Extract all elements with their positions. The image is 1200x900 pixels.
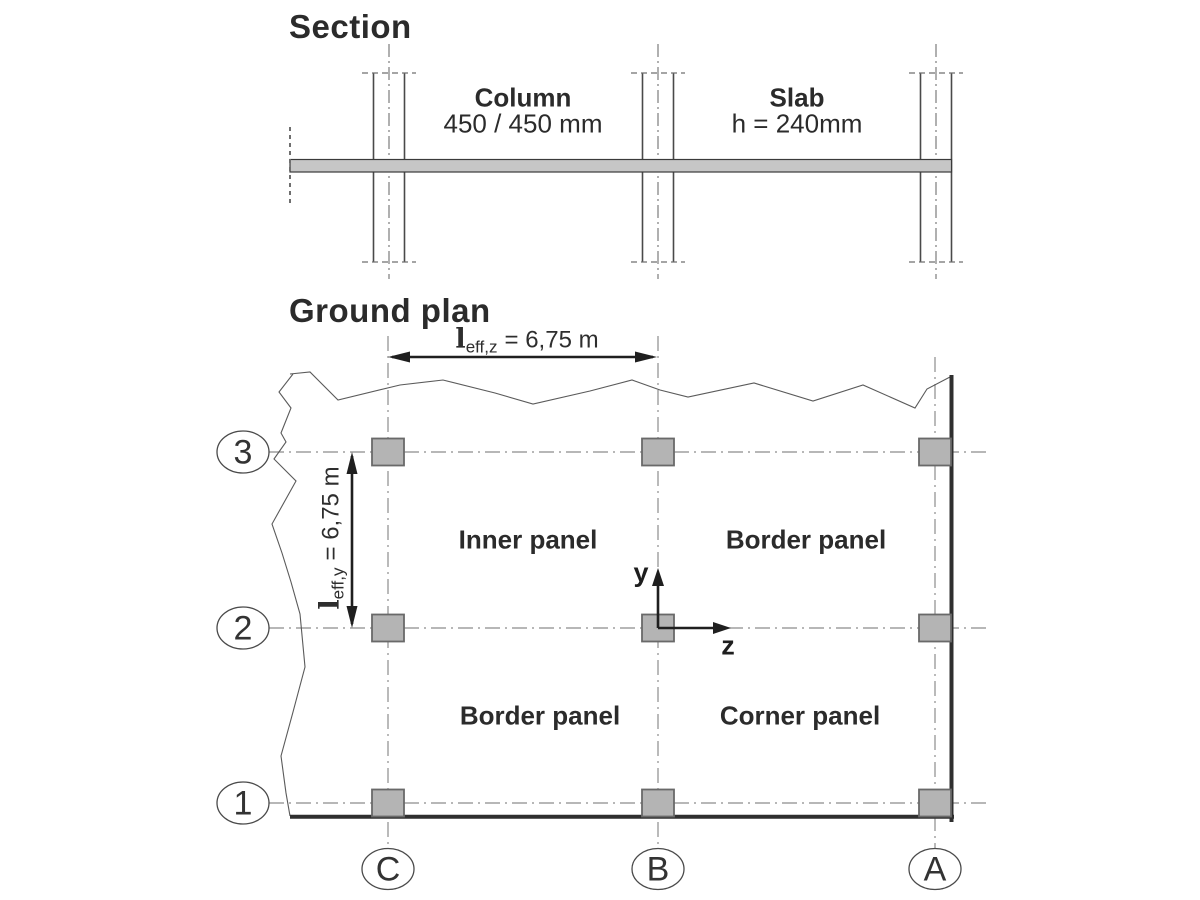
column-C2	[371, 613, 405, 643]
grid-bubble-col-C	[361, 847, 415, 891]
y-axis-label: y	[633, 557, 649, 588]
dimension-y-label: leff,y = 6,75 m	[314, 466, 348, 610]
column-C1	[371, 788, 405, 818]
z-axis-arrowhead	[713, 622, 731, 634]
plan-break-lines	[271, 371, 951, 817]
column-A1	[918, 788, 952, 818]
column-A2	[918, 613, 952, 643]
dim-y-value: = 6,75 m	[317, 466, 345, 561]
dim-y-symbol: l	[314, 599, 346, 610]
plan-columns	[371, 437, 952, 818]
border-panel-top-label: Border panel	[725, 524, 887, 555]
column-size: 450 / 450 mm	[443, 108, 603, 139]
dim-z-value: = 6,75 m	[504, 326, 599, 354]
dim-y-subscript: eff,y	[328, 567, 348, 600]
dim-z-symbol: l	[455, 323, 466, 355]
grid-col-A-label: A	[923, 850, 947, 889]
column-label: Column	[474, 82, 572, 113]
grid-bubbles	[216, 430, 962, 891]
grid-bubble-row-3	[216, 430, 270, 474]
grid-col-C-label: C	[375, 850, 401, 889]
section-view	[289, 44, 963, 279]
corner-panel-label: Corner panel	[719, 700, 881, 731]
z-axis-label: z	[721, 630, 735, 661]
section-slab	[289, 158, 953, 173]
grid-row-2-label: 2	[233, 609, 253, 648]
slab-label: Slab	[769, 82, 825, 113]
grid-bubble-row-2	[216, 606, 270, 650]
grid-bubble-col-B	[631, 847, 685, 891]
column-A3	[918, 437, 952, 467]
dim-z-subscript: eff,z	[465, 337, 498, 357]
grid-bubble-row-1	[216, 781, 270, 825]
inner-panel-label: Inner panel	[458, 524, 598, 555]
grid-bubble-col-A	[908, 847, 962, 891]
slab-thickness: h = 240mm	[731, 108, 863, 139]
dimension-y-arrow	[346, 452, 358, 628]
y-axis-arrowhead	[652, 568, 664, 586]
column-B1	[641, 788, 675, 818]
grid-row-3-label: 3	[233, 433, 253, 472]
column-C3	[371, 437, 405, 467]
section-title: Section	[289, 8, 412, 45]
border-panel-bottom-label: Border panel	[459, 700, 621, 731]
grid-row-1-label: 1	[233, 784, 253, 823]
dimension-z-label: leff,z = 6,75 m	[455, 323, 599, 357]
coordinate-axes	[652, 568, 731, 634]
column-B3	[641, 437, 675, 467]
section-break-ticks	[362, 72, 963, 263]
ground-plan-title: Ground plan	[289, 292, 491, 329]
grid-col-B-label: B	[646, 850, 670, 889]
left-break-line	[271, 373, 306, 817]
ground-plan-view	[216, 336, 990, 891]
dimension-z-arrow	[388, 351, 657, 363]
top-break-line	[289, 371, 951, 409]
plan-grid-lines	[269, 336, 990, 848]
